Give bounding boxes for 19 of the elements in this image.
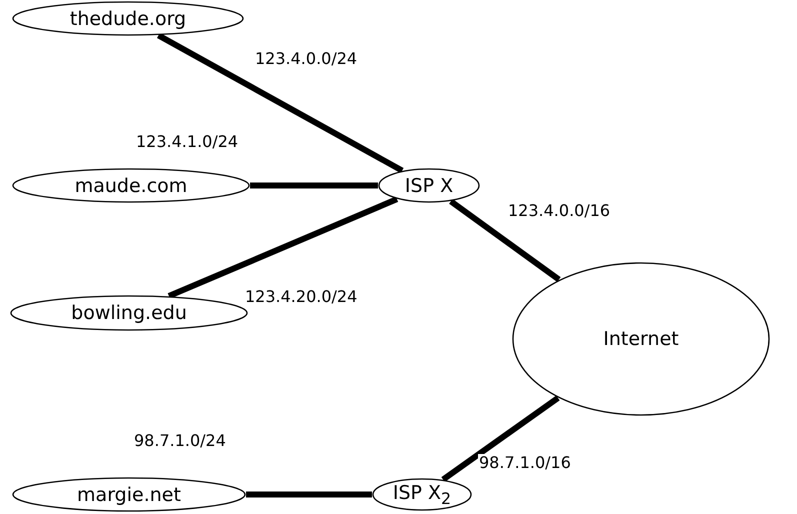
edge-label: 123.4.0.0/24 [254, 50, 358, 68]
node-label: maude.com [74, 174, 188, 196]
connector-line [168, 196, 398, 299]
connector-line [156, 32, 404, 174]
node-label: ISP X$_{2}$ [392, 482, 452, 508]
node-label: margie.net [77, 484, 181, 506]
node-label: thedude.org [70, 8, 186, 30]
node-label: bowling.edu [71, 302, 187, 324]
edge-label: 98.7.1.0/24 [133, 432, 227, 450]
connector-line [441, 396, 560, 482]
connector-line [250, 182, 378, 188]
connector-line [449, 198, 561, 282]
edge-label: 123.4.20.0/24 [244, 288, 358, 306]
edge-label: 98.7.1.0/16 [478, 454, 572, 472]
edge-label: 123.4.1.0/24 [135, 133, 240, 151]
node-label: Internet [603, 328, 679, 350]
connector-line [246, 492, 372, 498]
node-label: ISP X [404, 174, 454, 196]
edge-label: 123.4.0.0/16 [507, 202, 612, 220]
